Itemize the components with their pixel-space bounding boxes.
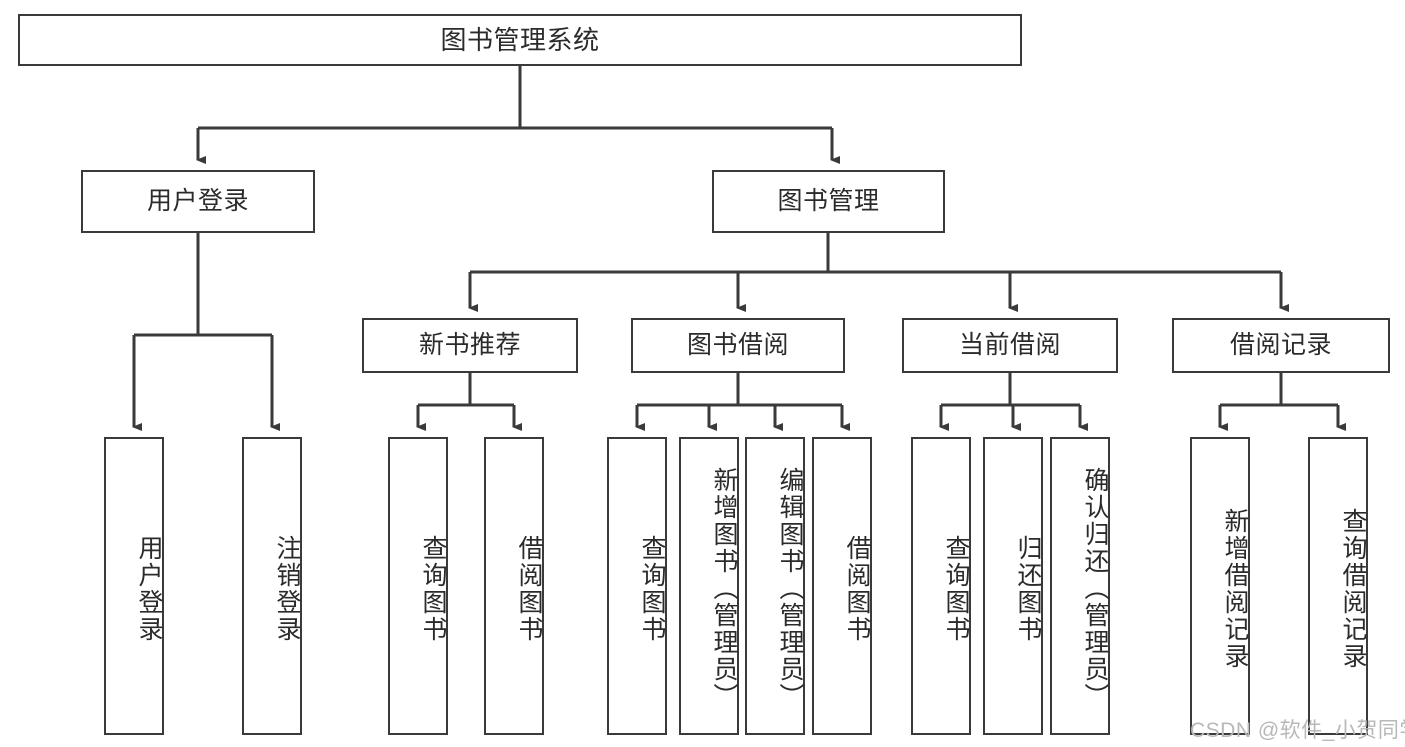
node-leaf-edit-book-admin[interactable]: 编辑图书（管理员） (745, 437, 805, 735)
node-level2-book-borrow[interactable]: 图书借阅 (631, 318, 845, 373)
csdn-watermark: CSDN @软件_小贺同学 (1190, 719, 1405, 742)
node-leaf-borrow-book[interactable]: 借阅图书 (812, 437, 872, 735)
node-leaf-query-book-borrow[interactable]: 查询图书 (607, 437, 667, 735)
node-leaf-query-borrow-record[interactable]: 查询借阅记录 (1308, 437, 1368, 735)
node-leaf-user-login[interactable]: 用户登录 (104, 437, 164, 735)
node-leaf-return-book[interactable]: 归还图书 (983, 437, 1043, 735)
node-level1-user-login[interactable]: 用户登录 (81, 170, 315, 233)
node-leaf-add-book-admin[interactable]: 新增图书（管理员） (679, 437, 739, 735)
node-root[interactable]: 图书管理系统 (18, 14, 1022, 66)
node-level2-borrow-records[interactable]: 借阅记录 (1172, 318, 1390, 373)
node-leaf-logout[interactable]: 注销登录 (242, 437, 302, 735)
node-level2-new-book-recommend[interactable]: 新书推荐 (362, 318, 578, 373)
node-level1-book-management[interactable]: 图书管理 (712, 170, 945, 233)
node-leaf-query-book-current[interactable]: 查询图书 (911, 437, 971, 735)
node-level2-current-borrow[interactable]: 当前借阅 (902, 318, 1118, 373)
node-leaf-add-borrow-record[interactable]: 新增借阅记录 (1190, 437, 1250, 735)
node-leaf-query-book-recommend[interactable]: 查询图书 (388, 437, 448, 735)
node-leaf-confirm-return-admin[interactable]: 确认归还（管理员） (1050, 437, 1110, 735)
node-leaf-borrow-book-recommend[interactable]: 借阅图书 (484, 437, 544, 735)
